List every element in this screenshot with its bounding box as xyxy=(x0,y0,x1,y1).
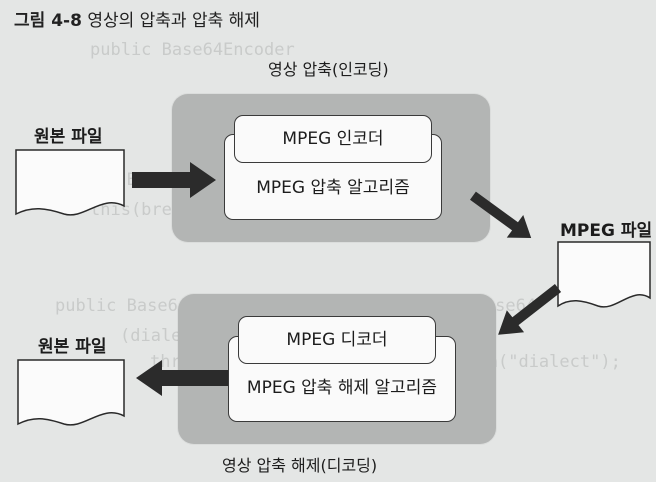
decode-panel-title: 영상 압축 해제(디코딩) xyxy=(222,456,378,475)
figure-caption: 그림 4-8 영상의 압축과 압축 해제 xyxy=(14,6,260,31)
encoder-label: MPEG 인코더 xyxy=(282,129,384,149)
figure-title: 영상의 압축과 압축 해제 xyxy=(87,11,260,31)
source-file-label-bottom: 원본 파일 xyxy=(38,337,107,357)
figure-number: 그림 4-8 xyxy=(14,11,82,31)
arrow-left-icon xyxy=(136,360,230,396)
source-document-icon-top xyxy=(15,149,125,216)
mpeg-document-icon xyxy=(557,241,651,308)
decoder-label: MPEG 디코더 xyxy=(286,330,388,350)
mpeg-file-label: MPEG 파일 xyxy=(560,221,653,241)
encode-algorithm-label: MPEG 압축 알고리즘 xyxy=(256,178,410,198)
source-file-label-top: 원본 파일 xyxy=(34,127,103,147)
encode-panel-title: 영상 압축(인코딩) xyxy=(268,60,389,79)
encoder-box: MPEG 인코더 xyxy=(234,115,432,163)
arrow-down-left-icon xyxy=(498,284,562,335)
decode-algorithm-label: MPEG 압축 해제 알고리즘 xyxy=(246,378,438,398)
decoder-box: MPEG 디코더 xyxy=(238,316,436,364)
source-document-icon-bottom xyxy=(17,359,125,426)
bleed-through-text: public Base64Encoder xyxy=(90,40,295,60)
arrow-down-right-icon xyxy=(470,191,532,239)
arrow-right-icon xyxy=(132,162,216,198)
